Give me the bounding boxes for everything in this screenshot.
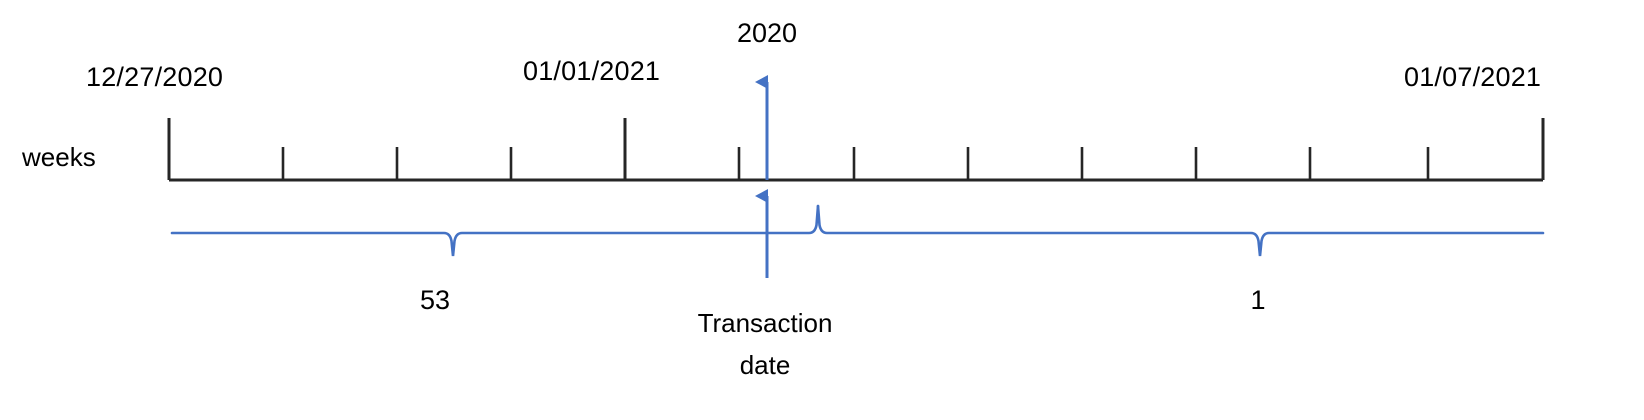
start-date-label: 12/27/2020 [86,62,224,92]
brace-week-53 [170,204,820,257]
end-date-label: 01/07/2021 [1404,62,1542,92]
year-label-2020: 2020 [736,18,798,48]
week-1-value-label: 1 [1250,285,1266,315]
axis-label-weeks: weeks [22,142,96,172]
week-53-value-label: 53 [419,285,451,315]
transaction-date-label-line2: date [739,350,791,380]
brace-week-1 [816,204,1545,257]
middle-date-label: 01/01/2021 [523,56,661,86]
transaction-date-label-line1: Transaction [697,308,833,338]
